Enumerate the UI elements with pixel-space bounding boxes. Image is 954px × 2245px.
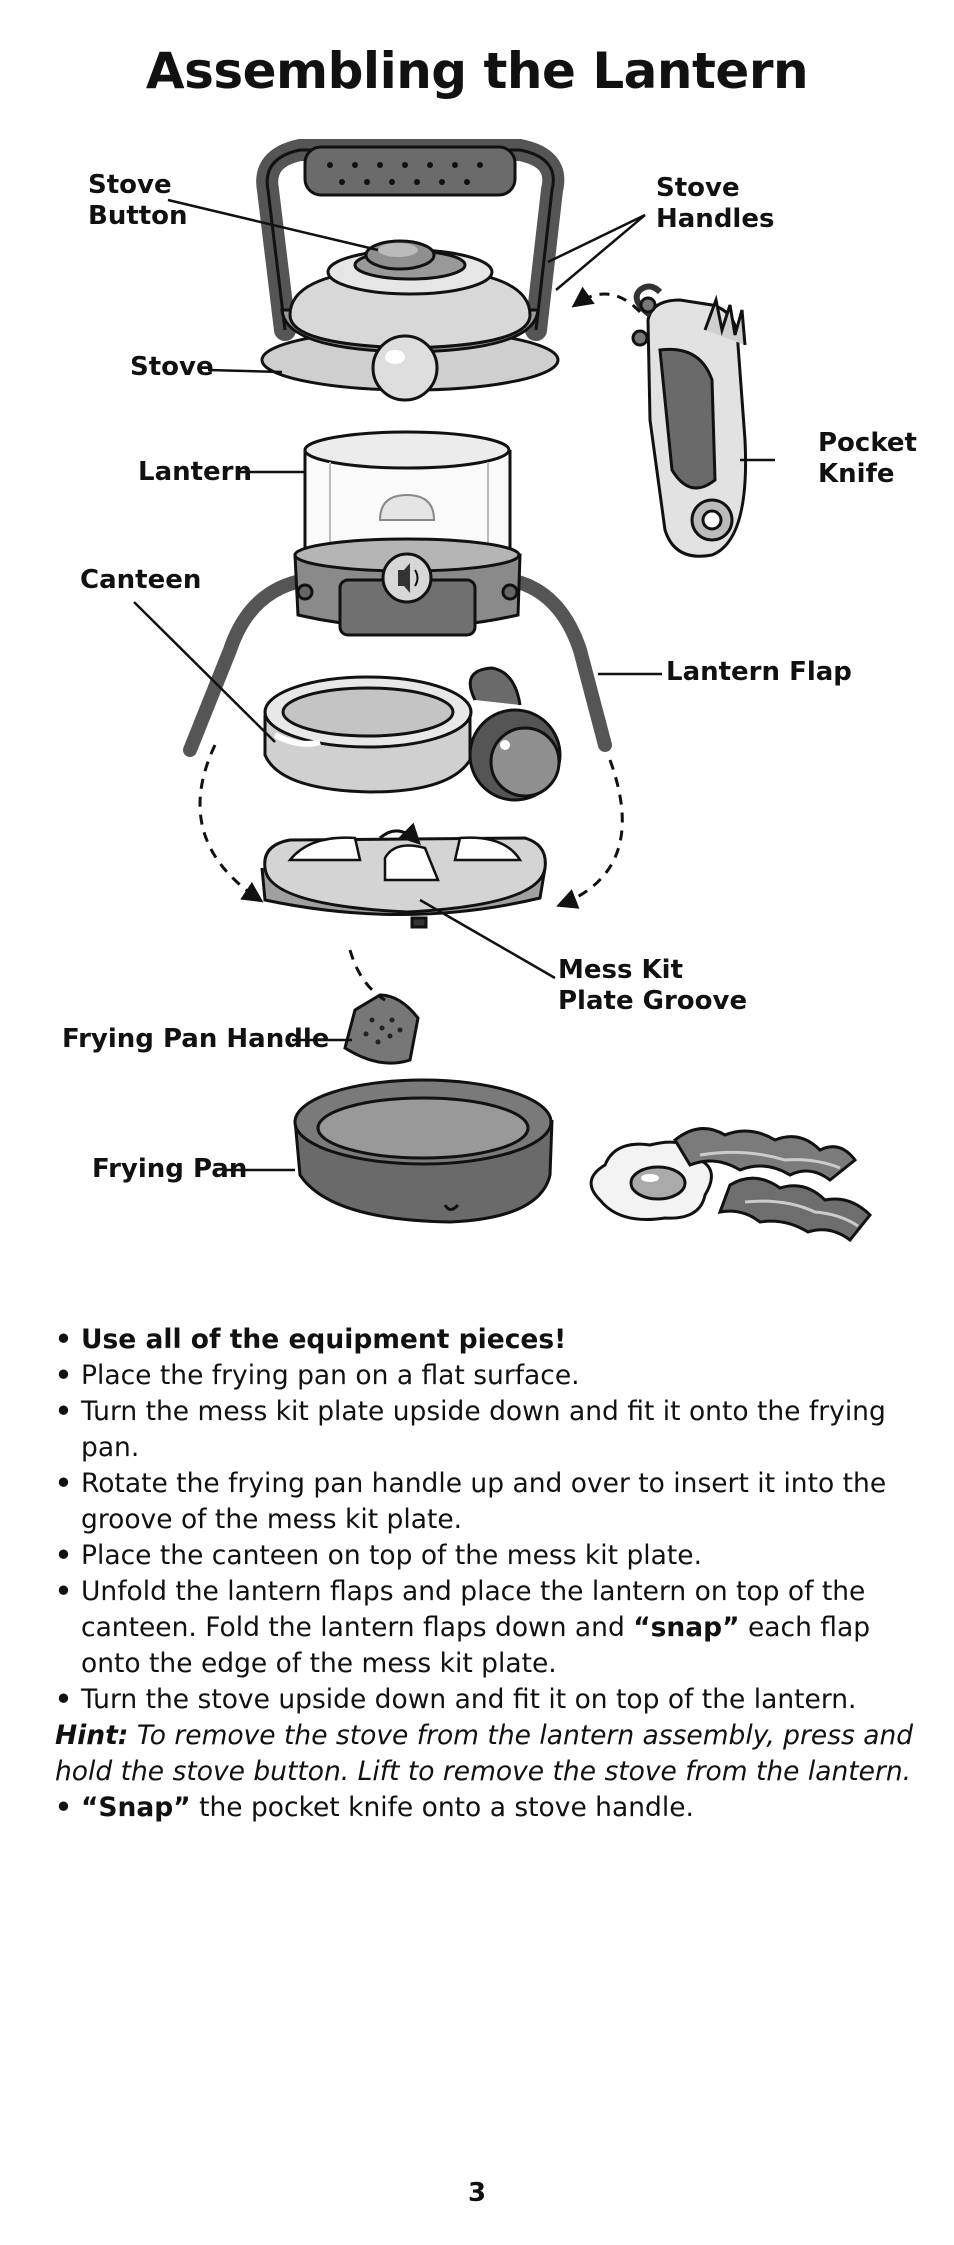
hint: Hint: To remove the stove from the lante… <box>55 1718 915 1790</box>
emphasis-snap: “snap” <box>633 1612 740 1643</box>
instruction-item: Place the canteen on top of the mess kit… <box>55 1538 915 1574</box>
instruction-item: Unfold the lantern flaps and place the l… <box>55 1574 915 1682</box>
leader-lines <box>133 198 775 1172</box>
egg-illustration <box>589 1140 713 1222</box>
instruction-list-final: “Snap” the pocket knife onto a stove han… <box>55 1790 915 1826</box>
label-stove-button: Stove Button <box>88 170 188 231</box>
instruction-item: “Snap” the pocket knife onto a stove han… <box>55 1790 915 1826</box>
pocket-knife-illustration <box>631 283 748 558</box>
canteen-illustration <box>263 666 562 802</box>
hint-text: To remove the stove from the lantern ass… <box>55 1720 914 1787</box>
label-pocket-knife: Pocket Knife <box>818 428 917 489</box>
hint-label: Hint: <box>55 1720 129 1751</box>
frying-pan-illustration <box>293 993 554 1224</box>
label-frying-pan: Frying Pan <box>92 1154 248 1184</box>
instruction-item: Place the frying pan on a flat surface. <box>55 1358 915 1394</box>
bacon-illustration <box>673 1127 873 1243</box>
label-canteen: Canteen <box>80 565 202 595</box>
label-lantern: Lantern <box>138 457 253 487</box>
label-lantern-flap: Lantern Flap <box>666 657 852 687</box>
label-frying-pan-handle: Frying Pan Handle <box>62 1024 330 1054</box>
mess-kit-plate-illustration <box>260 822 547 929</box>
instruction-item: Use all of the equipment pieces! <box>55 1322 915 1358</box>
page-title: Assembling the Lantern <box>145 42 809 100</box>
page-number: 3 <box>467 2178 487 2208</box>
label-stove-handles: Stove Handles <box>656 173 775 234</box>
instructions: Use all of the equipment pieces! Place t… <box>55 1322 915 1826</box>
instruction-item: Turn the stove upside down and fit it on… <box>55 1682 915 1718</box>
instruction-item: Turn the mess kit plate upside down and … <box>55 1394 915 1466</box>
assembly-arrows <box>198 286 642 1002</box>
instruction-item: Rotate the frying pan handle up and over… <box>55 1466 915 1538</box>
label-stove: Stove <box>130 352 214 382</box>
lantern-assembly-illustration <box>133 139 873 1243</box>
emphasis-snap: “Snap” <box>81 1792 191 1823</box>
instruction-list: Use all of the equipment pieces! Place t… <box>55 1322 915 1718</box>
label-mess-kit-plate-groove: Mess Kit Plate Groove <box>558 955 748 1016</box>
lantern-illustration <box>183 430 612 757</box>
stove-illustration <box>256 139 565 402</box>
